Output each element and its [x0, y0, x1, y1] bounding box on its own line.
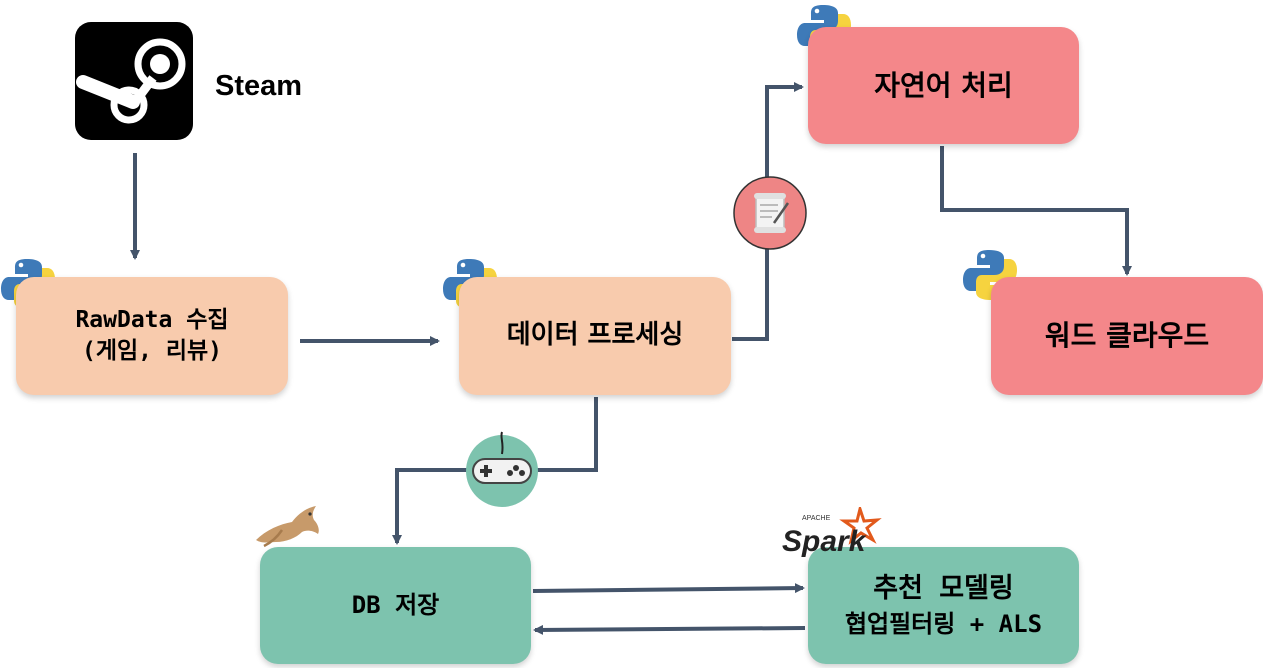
- spark-word: Spark: [782, 525, 867, 557]
- gamepad-icon: [463, 430, 541, 508]
- spark-icon: APACHE Spark: [780, 503, 884, 558]
- scroll-icon: [732, 175, 808, 251]
- python-icon: [962, 247, 1018, 303]
- node-processing: 데이터 프로세싱: [459, 277, 731, 395]
- node-db-label: DB 저장: [351, 591, 440, 620]
- steam-label: Steam: [215, 70, 303, 102]
- node-rawdata-line1: RawData 수집: [75, 306, 229, 333]
- mysql-dolphin-icon: [252, 500, 324, 548]
- node-db: DB 저장: [260, 547, 531, 664]
- node-recommend: 추천 모델링 협업필터링 + ALS: [808, 547, 1079, 664]
- arrow-nlp-to-wordcloud: [940, 146, 1132, 276]
- steam-icon: [75, 22, 193, 140]
- node-recommend-line1: 추천 모델링: [873, 573, 1014, 605]
- node-wordcloud: 워드 클라우드: [991, 277, 1263, 395]
- node-processing-label: 데이터 프로세싱: [506, 320, 684, 351]
- node-recommend-line2: 협업필터링 + ALS: [844, 609, 1043, 638]
- arrow-db-to-recommend: [532, 583, 805, 594]
- node-nlp-label: 자연어 처리: [874, 68, 1013, 102]
- node-rawdata-line2: (게임, 리뷰): [81, 338, 223, 364]
- node-nlp: 자연어 처리: [808, 27, 1079, 144]
- spark-small-label: APACHE: [802, 515, 831, 522]
- arrow-recommend-to-db: [533, 624, 806, 635]
- node-rawdata: RawData 수집 (게임, 리뷰): [16, 277, 288, 395]
- node-wordcloud-label: 워드 클라우드: [1044, 319, 1210, 353]
